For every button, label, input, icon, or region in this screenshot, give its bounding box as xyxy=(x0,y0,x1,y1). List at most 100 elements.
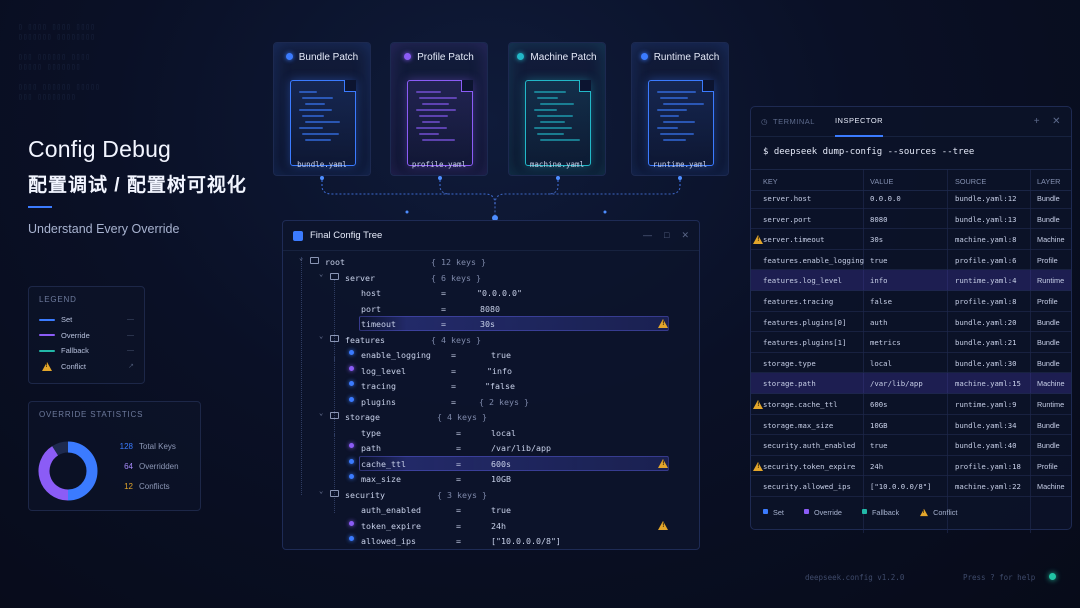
warning-icon xyxy=(919,508,929,517)
folder-icon xyxy=(310,257,319,264)
tree-row[interactable]: ⌄features{ 4 keys } xyxy=(283,331,699,348)
tree-value: 24h xyxy=(491,520,506,531)
cell-layer: Bundle xyxy=(1037,441,1060,451)
cell-source: bundle.yaml:20 xyxy=(955,317,1017,327)
legend-swatch xyxy=(39,349,55,352)
stat-label: Total Keys xyxy=(139,442,176,451)
tree-row[interactable]: log_level="info xyxy=(283,364,699,379)
close-icon[interactable]: ✕ xyxy=(681,230,689,240)
source-dot xyxy=(349,536,354,541)
stat-value: 128 xyxy=(119,442,133,451)
chevron-down-icon[interactable]: ⌄ xyxy=(319,486,324,495)
document-icon xyxy=(648,80,714,166)
document-icon xyxy=(290,80,356,166)
tree-app-icon xyxy=(293,230,303,241)
cell-value: true xyxy=(870,255,888,265)
patch-filename: machine.yaml xyxy=(529,160,585,169)
source-dot xyxy=(349,443,354,448)
tree-equals: = xyxy=(456,458,461,469)
tree-row[interactable]: plugins={ 2 keys } xyxy=(283,395,699,410)
warning-icon xyxy=(753,235,763,245)
chevron-down-icon[interactable]: ⌄ xyxy=(299,254,304,262)
chevron-down-icon[interactable]: ⌄ xyxy=(319,269,324,278)
page-tagline: Understand Every Override xyxy=(28,222,180,236)
tree-row[interactable]: tracing="false xyxy=(283,379,699,394)
tree-row[interactable]: allowed_ips=["10.0.0.0/8"] xyxy=(283,534,699,549)
tree-panel-title: Final Config Tree xyxy=(310,230,383,241)
chevron-down-icon[interactable]: ⌄ xyxy=(319,409,324,417)
cell-key: security.allowed_ips xyxy=(763,482,851,492)
warning-icon xyxy=(658,520,668,530)
add-tab-icon[interactable]: + xyxy=(1033,116,1041,127)
tree-key: max_size xyxy=(361,474,401,484)
cell-source: bundle.yaml:13 xyxy=(955,214,1017,224)
tree-value: { 3 keys } xyxy=(437,489,487,500)
tree-row[interactable]: ⌄server{ 6 keys } xyxy=(283,269,699,286)
tree-row[interactable]: timeout=30s xyxy=(283,317,699,332)
table-row[interactable]: storage.cache_ttl600sruntime.yaml:9Runti… xyxy=(751,394,1071,415)
legend-dash: — xyxy=(127,347,134,355)
legend-item: Set— xyxy=(39,312,134,328)
title-accent-rule xyxy=(28,206,52,208)
override-donut-chart xyxy=(38,441,98,501)
tree-row[interactable]: host="0.0.0.0" xyxy=(283,286,699,301)
tree-row[interactable]: path=/var/lib/app xyxy=(283,441,699,456)
donut-segment xyxy=(38,446,69,501)
stat-value: 64 xyxy=(124,462,133,471)
tab-terminal[interactable]: ◷TERMINAL xyxy=(761,117,815,126)
tree-row[interactable]: max_size=10GB xyxy=(283,472,699,487)
tree-key: enable_logging xyxy=(361,350,431,360)
table-row[interactable]: security.token_expire24hprofile.yaml:18P… xyxy=(751,456,1071,477)
cell-layer: Bundle xyxy=(1037,338,1060,348)
restore-icon[interactable]: □ xyxy=(664,230,670,240)
tree-equals: = xyxy=(441,288,446,298)
close-icon[interactable]: ✕ xyxy=(1052,116,1061,127)
folder-icon xyxy=(330,489,339,497)
cell-key: features.plugins[0] xyxy=(763,317,847,327)
tree-equals: = xyxy=(456,520,461,531)
tree-row[interactable]: ⌄root{ 12 keys } xyxy=(283,254,699,270)
tree-row[interactable]: enable_logging=true xyxy=(283,348,699,363)
terminal-icon: ◷ xyxy=(761,117,769,126)
tab-inspector[interactable]: INSPECTOR xyxy=(834,107,884,137)
tree-row-highlight xyxy=(359,455,669,471)
tree-equals: = xyxy=(441,303,446,314)
tree-row[interactable]: ⌄storage{ 4 keys } xyxy=(283,409,699,425)
tree-row[interactable]: auth_enabled=true xyxy=(283,503,699,518)
tree-row[interactable]: ⌄security{ 3 keys } xyxy=(283,486,699,503)
chevron-down-icon[interactable]: ⌄ xyxy=(319,331,324,340)
cell-source: profile.yaml:8 xyxy=(955,297,1017,306)
table-row[interactable]: security.allowed_ips["10.0.0.0/8"]machin… xyxy=(751,476,1071,497)
tree-equals: = xyxy=(456,536,461,546)
tree-row[interactable]: token_expire=24h xyxy=(283,519,699,534)
tree-value: { 2 keys } xyxy=(479,396,529,407)
tree-row[interactable]: port=8080 xyxy=(283,302,699,317)
warning-icon xyxy=(753,400,763,409)
tree-value: 8080 xyxy=(480,303,500,314)
background-code-decoration: ▯ ▯▯▯▯ ▯▯▯▯ ▯▯▯▯ ▯▯▯▯▯▯▯ ▯▯▯▯▯▯▯▯ ▯▯▯ ▯▯… xyxy=(18,22,100,101)
minimize-icon[interactable]: — xyxy=(643,230,653,240)
cell-value: /var/lib/app xyxy=(870,379,923,389)
tree-row[interactable]: cache_ttl=600s xyxy=(283,457,699,472)
tree-row[interactable]: type=local xyxy=(283,426,699,441)
cell-source: runtime.yaml:4 xyxy=(955,276,1017,286)
